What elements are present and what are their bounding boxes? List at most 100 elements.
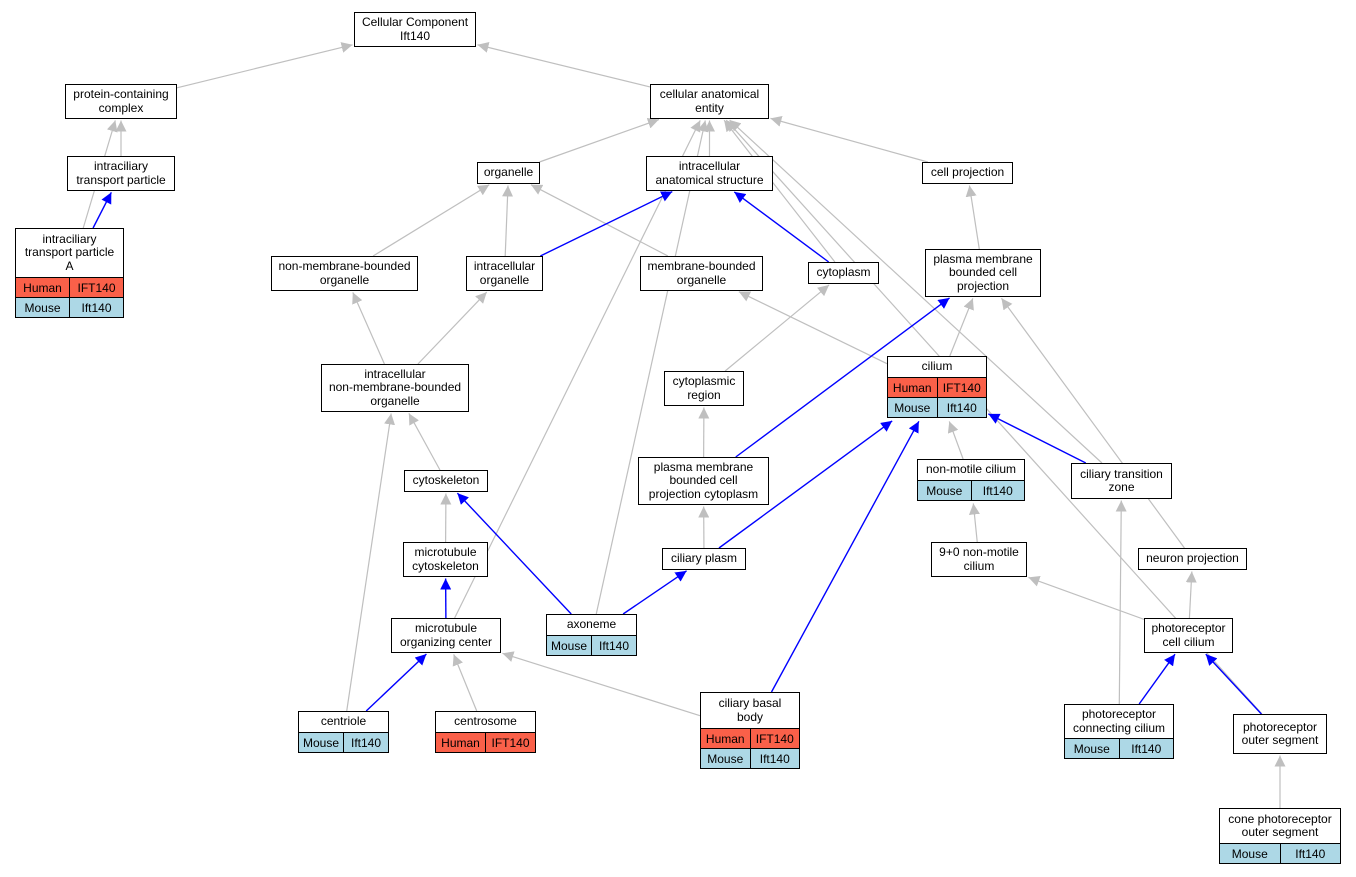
node-label: intracellular non-membrane-bounded organ…	[328, 366, 462, 408]
node-label: ciliary basal body	[718, 696, 782, 724]
node-label: 9+0 non-motile cilium	[939, 545, 1019, 573]
node-non-membrane-bounded-organelle[interactable]: non-membrane-bounded organelle	[271, 256, 418, 291]
edge-axoneme-to-cellular-anatomical-entity	[595, 120, 709, 615]
edge-pm-bounded-cell-projection-cytoplasm-to-plasma-membrane-bounded-cell-projection	[735, 297, 950, 458]
edge-neuron-projection-to-plasma-membrane-bounded-cell-projection	[1000, 297, 1185, 549]
node-intraciliary-transport-particle-a[interactable]: intraciliary transport particle A Human IF…	[15, 228, 124, 318]
node-label: ciliary transition zone	[1080, 466, 1163, 494]
edge-photoreceptor-connecting-cilium-to-ciliary-transition-zone	[1115, 500, 1127, 705]
node-intraciliary-transport-particle[interactable]: intraciliary transport particle	[67, 156, 175, 191]
node-label: cell projection	[930, 165, 1005, 180]
node-label: photoreceptor cell cilium	[1151, 621, 1226, 649]
edge-photoreceptor-cell-cilium-to-neuron-projection	[1185, 571, 1197, 619]
node-label: centriole	[320, 714, 367, 729]
node-microtubule-organizing-center[interactable]: microtubule organizing center	[391, 618, 501, 653]
node-intracellular-anatomical-structure[interactable]: intracellular anatomical structure	[646, 156, 773, 191]
node-plasma-membrane-bounded-cell-projection[interactable]: plasma membrane bounded cell projection	[925, 249, 1041, 297]
node-label: cytoplasmic region	[672, 374, 736, 402]
edge-non-membrane-bounded-organelle-to-organelle	[372, 184, 490, 257]
node-label: centrosome	[454, 714, 517, 729]
node-pm-bounded-cell-projection-cytoplasm[interactable]: plasma membrane bounded cell projection …	[638, 457, 769, 505]
node-label: intracellular organelle	[473, 259, 536, 287]
node-cellular-component[interactable]: Cellular Component Ift140	[354, 12, 476, 47]
annotation-gene: IFT140	[69, 278, 123, 297]
edge-intracellular-organelle-to-intracellular-anatomical-structure	[540, 191, 673, 257]
annotation-gene: Ift140	[1118, 739, 1174, 758]
annotation-species: Human	[23, 280, 62, 295]
node-microtubule-cytoskeleton[interactable]: microtubule cytoskeleton	[403, 542, 488, 577]
node-label: protein-containing complex	[73, 87, 169, 115]
node-ciliary-transition-zone[interactable]: ciliary transition zone	[1071, 463, 1172, 499]
annotation-species: Mouse	[1231, 846, 1268, 861]
annotation-gene: Ift140	[936, 398, 987, 417]
node-label: organelle	[483, 165, 534, 180]
node-intracellular-non-membrane-bounded-organelle[interactable]: intracellular non-membrane-bounded organ…	[321, 364, 469, 412]
node-label: microtubule organizing center	[399, 621, 493, 649]
node-membrane-bounded-organelle[interactable]: membrane-bounded organelle	[640, 256, 763, 291]
annotation-species: Mouse	[926, 483, 963, 498]
node-label: cilium	[921, 359, 953, 374]
annotation-species: Mouse	[24, 300, 61, 315]
node-label: plasma membrane bounded cell projection …	[648, 459, 759, 501]
edge-intracellular-organelle-to-organelle	[502, 185, 514, 257]
annotation-species: Mouse	[302, 735, 340, 750]
edge-cytoskeleton-to-intracellular-non-membrane-bounded-organelle	[408, 413, 441, 471]
annotation-gene: IFT140	[485, 733, 535, 752]
node-label: membrane-bounded organelle	[647, 259, 756, 287]
edge-intracellular-non-membrane-bounded-organelle-to-non-membrane-bounded-organelle	[352, 292, 385, 365]
edge-centrosome-to-microtubule-organizing-center	[452, 654, 478, 712]
edge-protein-containing-complex-to-cellular-component	[176, 42, 353, 89]
node-photoreceptor-outer-segment[interactable]: photoreceptor outer segment	[1233, 714, 1327, 754]
node-label: non-motile cilium	[925, 462, 1017, 477]
annotation-species: Human	[892, 380, 932, 395]
node-cytoskeleton[interactable]: cytoskeleton	[404, 470, 488, 492]
node-intracellular-organelle[interactable]: intracellular organelle	[466, 256, 543, 291]
node-cellular-anatomical-entity[interactable]: cellular anatomical entity	[650, 84, 769, 119]
annotation-row-human: Human IFT140	[16, 277, 123, 297]
edge-membrane-bounded-organelle-to-organelle	[530, 184, 669, 257]
edge-photoreceptor-cell-cilium-to-nine-plus-zero-non-motile-cilium	[1028, 576, 1145, 620]
annotation-gene: Ift140	[970, 481, 1025, 500]
node-cytoplasm[interactable]: cytoplasm	[808, 262, 879, 284]
node-label: microtubule cytoskeleton	[412, 545, 479, 573]
node-organelle[interactable]: organelle	[477, 162, 540, 184]
node-neuron-projection[interactable]: neuron projection	[1138, 548, 1247, 570]
node-label: ciliary plasm	[670, 551, 737, 566]
annotation-row-mouse: Mouse Ift140	[918, 480, 1024, 500]
edge-photoreceptor-connecting-cilium-to-photoreceptor-cell-cilium	[1138, 653, 1176, 705]
node-label: intraciliary transport particle A	[24, 231, 115, 273]
edge-intraciliary-transport-particle-a-to-intraciliary-transport-particle	[92, 192, 112, 229]
edge-cytoplasm-to-cellular-anatomical-entity	[723, 119, 836, 263]
edge-photoreceptor-outer-segment-to-photoreceptor-cell-cilium	[1205, 653, 1262, 715]
annotation-species: Mouse	[550, 638, 588, 653]
node-label: cellular anatomical entity	[659, 87, 760, 115]
edge-intracellular-non-membrane-bounded-organelle-to-intracellular-organelle	[417, 291, 488, 365]
edge-nine-plus-zero-non-motile-cilium-to-non-motile-cilium	[968, 503, 980, 543]
node-label: intraciliary transport particle	[76, 159, 166, 187]
node-photoreceptor-cell-cilium[interactable]: photoreceptor cell cilium	[1144, 618, 1233, 653]
node-cell-projection[interactable]: cell projection	[922, 162, 1013, 184]
edge-microtubule-organizing-center-to-cellular-anatomical-entity	[454, 120, 701, 619]
node-cytoplasmic-region[interactable]: cytoplasmic region	[664, 371, 744, 406]
node-nine-plus-zero-non-motile-cilium[interactable]: 9+0 non-motile cilium	[931, 542, 1027, 577]
edge-axoneme-to-cytoskeleton	[456, 492, 572, 615]
node-ciliary-plasm[interactable]: ciliary plasm	[662, 548, 746, 570]
annotation-gene: Ift140	[749, 749, 800, 768]
edge-plasma-membrane-bounded-cell-projection-to-cell-projection	[965, 185, 980, 250]
node-protein-containing-complex[interactable]: protein-containing complex	[65, 84, 177, 119]
edge-ciliary-plasm-to-cilium	[718, 420, 893, 549]
annotation-gene: IFT140	[749, 729, 800, 748]
